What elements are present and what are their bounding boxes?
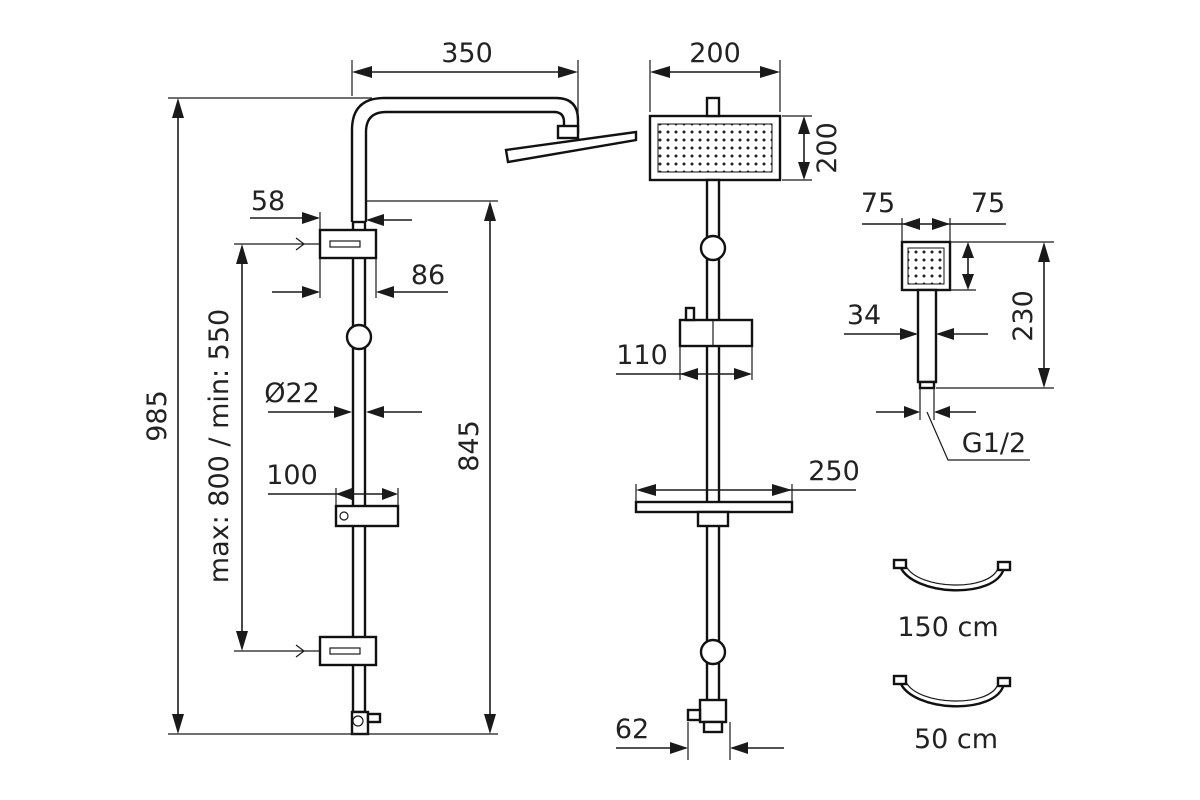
upper-wall-bracket bbox=[295, 228, 378, 260]
lower-knob-front bbox=[699, 638, 727, 666]
outlet-offset-label: 62 bbox=[615, 714, 649, 745]
valve-width-label: 110 bbox=[616, 340, 668, 371]
hand-shower bbox=[900, 240, 952, 390]
dimension-outlet-offset: 62 bbox=[615, 714, 784, 760]
dimension-hand-length: 230 bbox=[936, 241, 1054, 389]
overhead-shower-front bbox=[648, 96, 782, 182]
dimension-100: 100 bbox=[266, 460, 399, 506]
dimension-thread: G1/2 bbox=[876, 388, 1030, 461]
hand-length-label: 230 bbox=[1008, 290, 1039, 342]
handle-diameter-label: 34 bbox=[847, 300, 881, 331]
head-width-label: 200 bbox=[689, 38, 741, 69]
hose-50: 50 cm bbox=[892, 674, 1012, 755]
shelf-front bbox=[634, 500, 794, 528]
mount-offset-label: 58 bbox=[251, 186, 285, 217]
dimension-58: 58 bbox=[250, 186, 412, 230]
front-view: 200 200 110 250 bbox=[615, 38, 860, 760]
hose-150: 150 cm bbox=[892, 558, 1012, 643]
dimension-86: 86 bbox=[272, 258, 448, 298]
hand-head-width-left-label: 75 bbox=[861, 188, 895, 219]
hose-150-label: 150 cm bbox=[897, 612, 998, 643]
head-height-label: 200 bbox=[812, 122, 843, 174]
bar-diameter-label: Ø22 bbox=[264, 378, 320, 409]
diverter-front bbox=[686, 698, 728, 734]
overhead-shower-side bbox=[504, 124, 638, 164]
riser-pipe bbox=[350, 96, 580, 222]
dimension-hand-head-height bbox=[950, 242, 976, 291]
height-knob-front bbox=[699, 234, 727, 262]
thread-label: G1/2 bbox=[962, 428, 1026, 459]
dimension-985: 985 bbox=[142, 97, 498, 735]
shelf-width-label: 250 bbox=[808, 456, 860, 487]
dimension-mount-spacing: max: 800 / min: 550 bbox=[204, 243, 296, 652]
dimension-845: 845 bbox=[366, 200, 498, 734]
lower-wall-bracket bbox=[295, 635, 378, 667]
holder-depth-label: 100 bbox=[266, 460, 318, 491]
dimension-head-width: 200 bbox=[649, 38, 781, 112]
height-knob-side bbox=[345, 323, 373, 351]
bracket-depth-label: 86 bbox=[411, 260, 445, 291]
dimension-handle-diameter: 34 bbox=[844, 300, 988, 340]
hand-head-width-right-label: 75 bbox=[971, 188, 1005, 219]
dimension-diameter-22: Ø22 bbox=[264, 378, 422, 418]
mount-spacing-label: max: 800 / min: 550 bbox=[204, 309, 235, 583]
dimension-valve-width: 110 bbox=[616, 340, 753, 380]
hand-shower-holder-side bbox=[334, 504, 400, 528]
hand-shower-view: 75 75 230 34 bbox=[844, 188, 1054, 461]
diverter-side bbox=[350, 710, 382, 736]
side-view: 350 58 86 Ø22 bbox=[142, 38, 638, 736]
dimension-head-height: 200 bbox=[782, 115, 843, 181]
total-height-label: 985 bbox=[142, 390, 173, 442]
arm-reach-label: 350 bbox=[441, 38, 493, 69]
thermostatic-valve bbox=[678, 306, 754, 348]
hose-50-label: 50 cm bbox=[914, 724, 998, 755]
dimension-hand-head-width: 75 75 bbox=[861, 188, 1006, 242]
bar-height-label: 845 bbox=[454, 420, 485, 472]
dimension-shelf-width: 250 bbox=[635, 456, 860, 502]
dimension-350: 350 bbox=[351, 38, 579, 116]
